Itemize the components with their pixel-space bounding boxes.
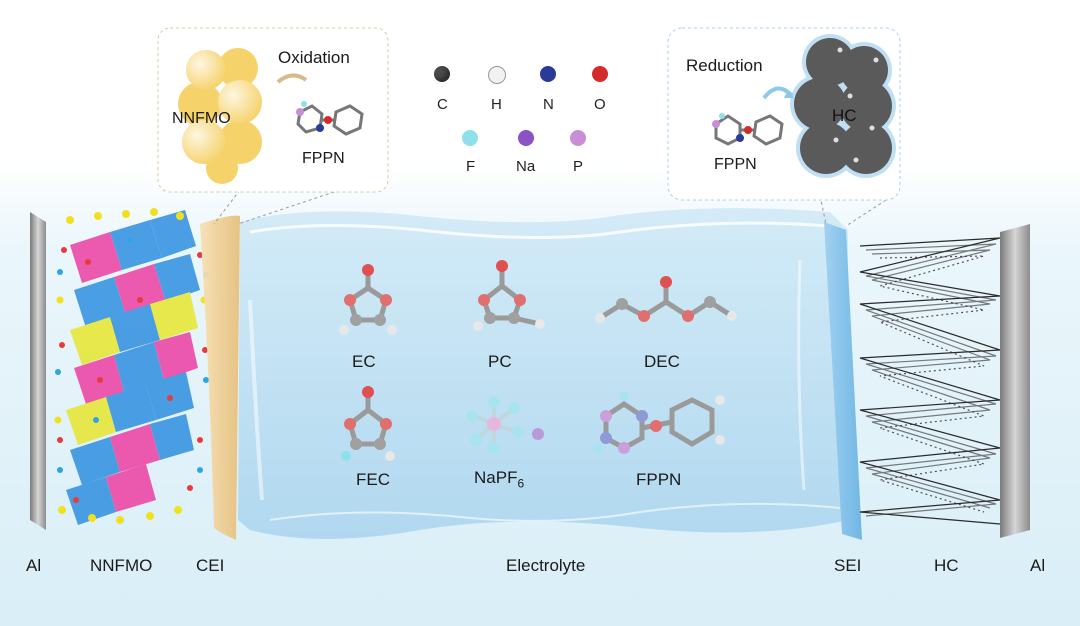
hc-graphene: [859, 237, 1001, 525]
inset-left-molecule: FPPN: [302, 150, 345, 167]
legend-ball-o: [592, 66, 608, 82]
label-napf6-main: NaPF: [474, 468, 518, 487]
legend-label-na: Na: [516, 158, 536, 175]
label-electrolyte: Electrolyte: [506, 556, 586, 575]
label-napf6-sub: 6: [517, 476, 525, 491]
electrolyte-body: [238, 208, 848, 539]
legend-ball-c: [434, 66, 450, 82]
label-cei: CEI: [196, 556, 225, 575]
molecule-napf6: [466, 396, 544, 454]
molecule-ec: [339, 264, 397, 335]
label-anode: HC: [934, 556, 959, 575]
molecule-pc: [473, 260, 545, 331]
label-al-right: Al: [1030, 556, 1046, 575]
molecule-dec: [595, 276, 737, 323]
al-collector-right: [1000, 224, 1030, 538]
molecule-fec: [341, 386, 395, 461]
inset-right-box: [667, 27, 901, 201]
legend-label-o: O: [594, 96, 606, 113]
inset-left-box: [157, 27, 389, 193]
legend-label-c: C: [437, 96, 448, 113]
label-sei: SEI: [834, 556, 862, 575]
molecule-fppn: [593, 391, 725, 454]
inset-right-material: HC: [832, 106, 857, 125]
al-collector-left: [30, 212, 46, 530]
legend-label-f: F: [466, 158, 476, 175]
label-fppn: FPPN: [636, 470, 682, 489]
label-pc: PC: [488, 352, 512, 371]
label-fec: FEC: [356, 470, 390, 489]
inset-left-material: NNFMO: [172, 110, 231, 127]
label-ec: EC: [352, 352, 376, 371]
legend-ball-f: [462, 130, 478, 146]
legend-label-h: H: [491, 96, 502, 113]
label-al-left: Al: [26, 556, 42, 575]
legend-label-n: N: [543, 96, 554, 113]
label-napf6: NaPF6: [474, 468, 524, 490]
inset-right-molecule: FPPN: [714, 156, 757, 173]
legend-ball-n: [540, 66, 556, 82]
label-cathode: NNFMO: [90, 556, 153, 575]
legend-ball-p: [570, 130, 586, 146]
sei-layer: [824, 222, 862, 540]
cei-layer: [200, 215, 240, 540]
inset-right-title: Reduction: [686, 56, 763, 75]
inset-left-title: Oxidation: [278, 48, 350, 67]
legend-ball-h: [488, 66, 506, 84]
label-dec: DEC: [644, 352, 680, 371]
nnfmo-lattice: [54, 208, 209, 525]
legend-ball-na: [518, 130, 534, 146]
legend-label-p: P: [573, 158, 584, 175]
